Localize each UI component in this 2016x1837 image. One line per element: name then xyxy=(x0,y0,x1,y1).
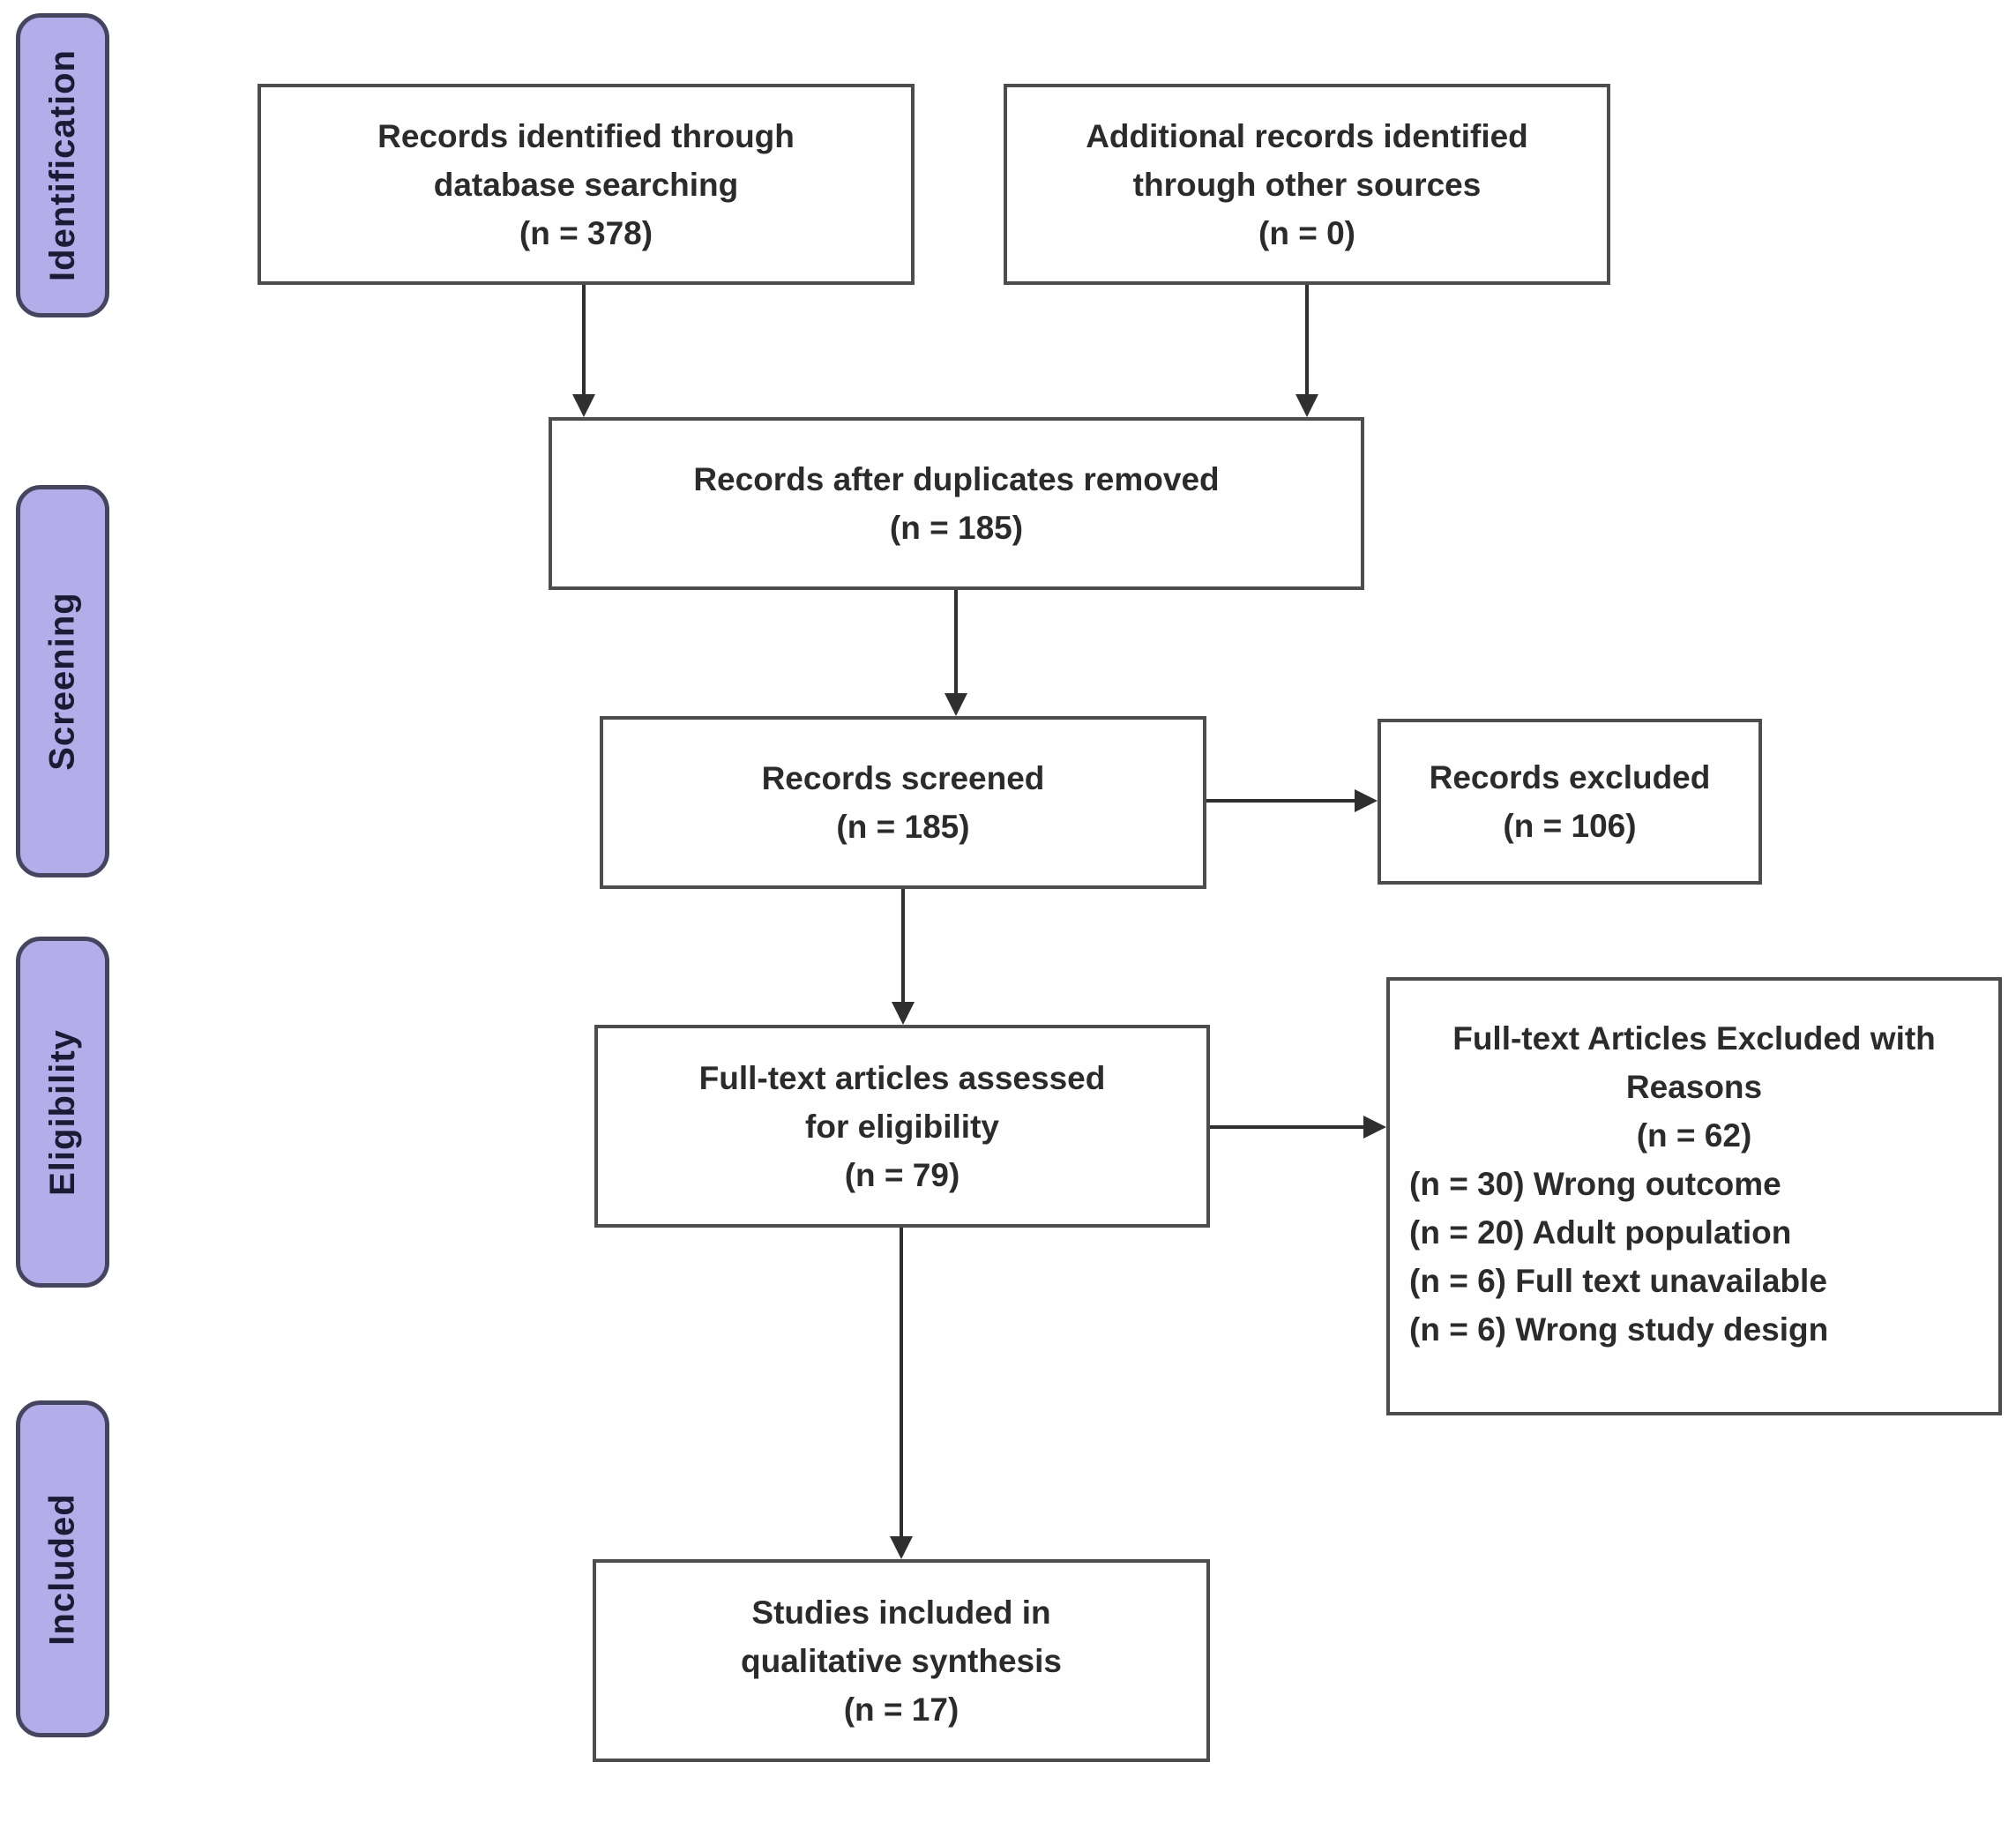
arrowhead-right-icon xyxy=(1363,1116,1386,1139)
box-line: Records screened xyxy=(761,760,1045,796)
arrowhead-down-icon xyxy=(890,1536,913,1559)
box-count: (n = 185) xyxy=(836,809,970,845)
arrowhead-down-icon xyxy=(1295,394,1318,417)
box-line: Additional records identified xyxy=(1086,117,1528,154)
exclusion-reason: (n = 6) Wrong study design xyxy=(1409,1311,1829,1348)
box-count: (n = 17) xyxy=(843,1691,959,1728)
arrow-screened-to-fulltext xyxy=(901,889,905,1004)
arrowhead-right-icon xyxy=(1355,789,1378,812)
exclusion-reasons-list: (n = 30) Wrong outcome (n = 20) Adult po… xyxy=(1390,1160,1998,1354)
stage-screening: Screening xyxy=(16,485,109,877)
exclusion-reason: (n = 30) Wrong outcome xyxy=(1409,1166,1781,1202)
arrow-additional-to-duplicates xyxy=(1305,285,1309,396)
box-line: through other sources xyxy=(1132,166,1482,203)
box-line: Full-text articles assessed xyxy=(698,1059,1106,1096)
stage-screening-label: Screening xyxy=(42,592,82,771)
box-line: Records excluded xyxy=(1429,759,1711,795)
box-records-screened: Records screened (n = 185) xyxy=(600,716,1206,889)
box-studies-included: Studies included in qualitative synthesi… xyxy=(593,1559,1210,1762)
box-line: Records identified through xyxy=(377,117,795,154)
box-count: (n = 185) xyxy=(889,510,1024,546)
box-count: (n = 378) xyxy=(519,214,653,251)
box-line: Full-text Articles Excluded with xyxy=(1452,1020,1936,1057)
box-line: Reasons xyxy=(1625,1069,1763,1105)
box-line: Studies included in xyxy=(751,1594,1051,1631)
stage-eligibility: Eligibility xyxy=(16,937,109,1288)
arrow-duplicates-to-screened xyxy=(954,590,958,695)
box-heading: Full-text Articles Excluded with Reasons… xyxy=(1452,1014,1936,1160)
arrowhead-down-icon xyxy=(892,1002,915,1025)
stage-identification: Identification xyxy=(16,13,109,317)
box-fulltext-assessed: Full-text articles assessed for eligibil… xyxy=(594,1025,1210,1228)
exclusion-reason: (n = 6) Full text unavailable xyxy=(1409,1263,1827,1299)
arrow-screened-to-excluded xyxy=(1206,799,1356,803)
box-line: Records after duplicates removed xyxy=(693,461,1220,497)
box-count: (n = 106) xyxy=(1503,808,1637,844)
arrowhead-down-icon xyxy=(572,394,595,417)
arrowhead-down-icon xyxy=(945,693,967,716)
arrow-fulltext-to-reasons xyxy=(1210,1125,1365,1129)
box-count: (n = 79) xyxy=(844,1156,960,1193)
box-fulltext-excluded: Full-text Articles Excluded with Reasons… xyxy=(1386,977,2002,1415)
box-line: database searching xyxy=(433,166,739,203)
stage-included: Included xyxy=(16,1400,109,1737)
box-records-excluded: Records excluded (n = 106) xyxy=(1378,719,1762,885)
box-line: qualitative synthesis xyxy=(741,1642,1062,1679)
exclusion-reason: (n = 20) Adult population xyxy=(1409,1214,1792,1251)
box-records-identified: Records identified through database sear… xyxy=(258,84,915,285)
box-additional-records: Additional records identified through ot… xyxy=(1004,84,1610,285)
stage-eligibility-label: Eligibility xyxy=(42,1028,82,1196)
box-count: (n = 62) xyxy=(1636,1117,1752,1154)
arrow-fulltext-to-included xyxy=(900,1228,903,1538)
stage-identification-label: Identification xyxy=(42,49,82,281)
box-after-duplicates: Records after duplicates removed (n = 18… xyxy=(549,417,1364,590)
stage-included-label: Included xyxy=(42,1492,82,1646)
arrow-identified-to-duplicates xyxy=(582,285,586,396)
box-line: for eligibility xyxy=(805,1108,999,1145)
box-count: (n = 0) xyxy=(1258,214,1355,251)
